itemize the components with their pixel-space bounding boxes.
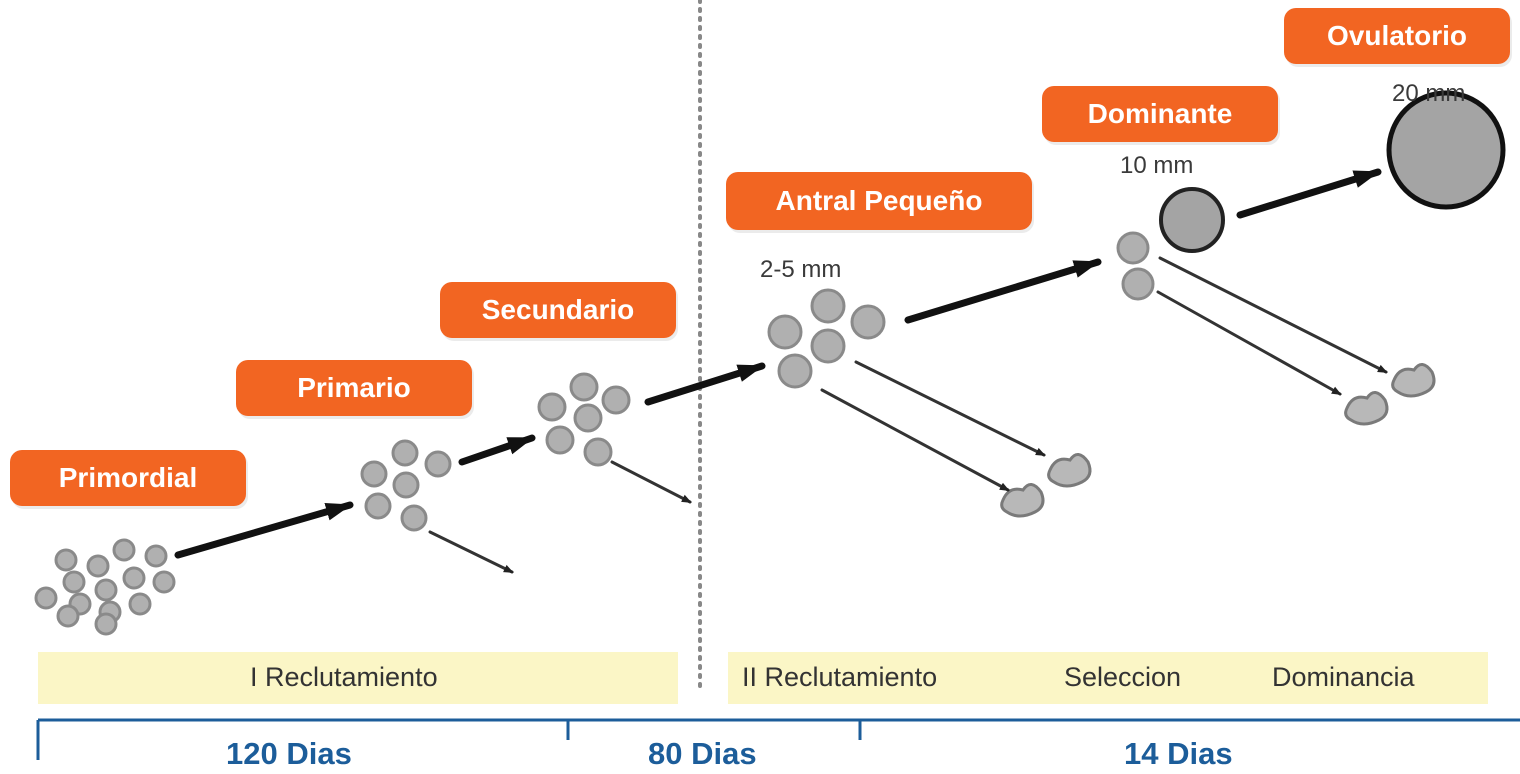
timeline [36, 718, 1520, 760]
size-label-dominante: 10 mm [1120, 152, 1194, 179]
growth-arrows [174, 168, 1382, 559]
phase-reclutamiento-1: I Reclutamiento [250, 662, 438, 692]
size-label-antral: 2-5 mm [760, 256, 842, 283]
stage-label-antral: Antral Pequeño [726, 172, 1032, 230]
duration-80: 80 Dias [648, 736, 757, 771]
duration-120: 120 Dias [226, 736, 352, 771]
atresia-arrows [428, 256, 1388, 574]
selection-follicles [1116, 231, 1155, 301]
primordial-follicles [34, 538, 176, 636]
stage-label-primario: Primario [236, 360, 472, 416]
primary-follicles [360, 439, 452, 532]
phase-band-second [728, 652, 1488, 704]
duration-14: 14 Dias [1124, 736, 1233, 771]
stage-label-primordial: Primordial [10, 450, 246, 506]
phase-reclutamiento-2: II Reclutamiento [742, 662, 938, 692]
stage-label-secundario: Secundario [440, 282, 676, 338]
dominant-follicle [1159, 187, 1225, 253]
phase-seleccion: Seleccion [1064, 662, 1182, 692]
antral-follicles [767, 288, 886, 389]
ovulatory-follicle [1386, 90, 1506, 210]
phase-band-first [38, 652, 678, 704]
stage-label-dominante: Dominante [1042, 86, 1278, 142]
atretic-follicles [1000, 363, 1436, 518]
secondary-follicles [537, 372, 631, 467]
size-label-ovulatorio: 20 mm [1392, 80, 1466, 107]
stage-label-ovulatorio: Ovulatorio [1284, 8, 1510, 64]
phase-dominancia: Dominancia [1272, 662, 1415, 692]
